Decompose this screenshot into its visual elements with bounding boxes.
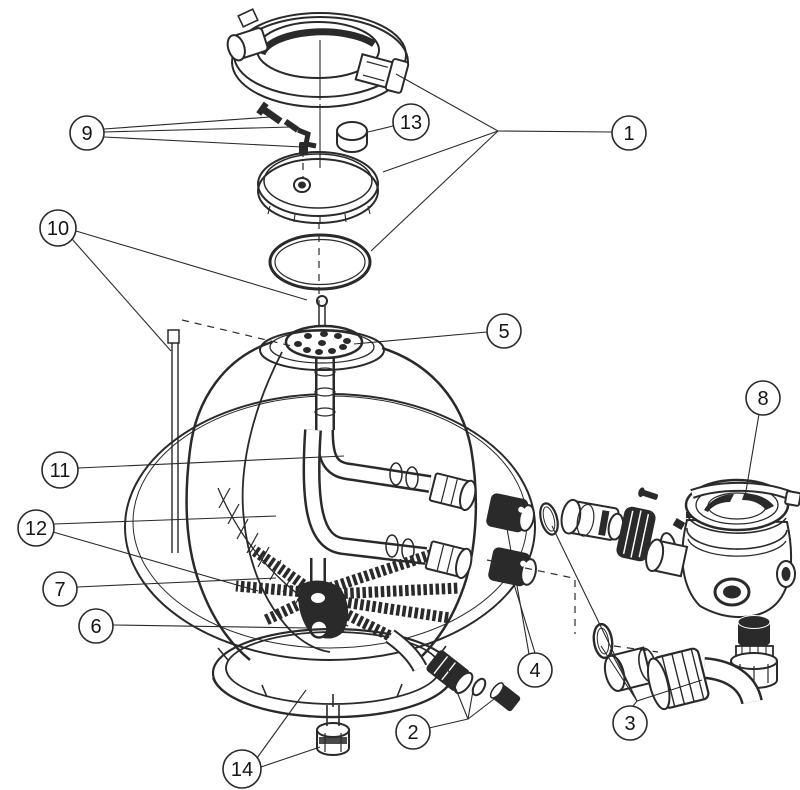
callout-number: 2 <box>407 722 418 744</box>
breather-cap <box>336 121 368 153</box>
leader-line-10 <box>75 230 308 301</box>
oring-small-a <box>539 502 559 536</box>
leader-line-10 <box>71 238 172 352</box>
leader-line-1 <box>370 130 499 252</box>
clamp-right-lug <box>354 53 410 94</box>
leader-line-11 <box>77 455 345 469</box>
clamp-left-knob <box>226 27 269 62</box>
leader-line-9 <box>103 116 271 130</box>
callout-number: 3 <box>624 713 635 735</box>
sight-glass-adapter <box>560 498 625 541</box>
leader-line-12 <box>53 515 277 525</box>
callout-number: 11 <box>50 460 71 482</box>
small-screw <box>638 487 659 500</box>
leader-line-14 <box>260 746 321 768</box>
air-relief-tube <box>167 329 180 553</box>
leader-line-7 <box>76 577 277 588</box>
drain-assembly <box>385 629 521 712</box>
callout-7: 7 <box>42 571 78 607</box>
waste-elbow-assembly <box>603 646 763 711</box>
callout-14: 14 <box>222 749 262 789</box>
leader-line-14 <box>256 689 307 759</box>
leader-line-3 <box>636 679 703 702</box>
callout-13: 13 <box>392 103 430 141</box>
callout-10: 10 <box>39 209 77 247</box>
callout-number: 8 <box>757 388 768 410</box>
leader-line-2 <box>467 684 475 720</box>
callout-number: 9 <box>81 123 92 145</box>
callout-9: 9 <box>69 115 105 151</box>
callout-number: 1 <box>623 123 634 145</box>
callout-6: 6 <box>78 608 114 644</box>
callout-number: 6 <box>90 616 101 638</box>
leader-line-1 <box>382 130 499 173</box>
valve-handle <box>690 481 800 507</box>
callout-1: 1 <box>611 115 647 151</box>
leader-line-2 <box>467 695 499 720</box>
callout-11: 11 <box>41 451 79 489</box>
callout-2: 2 <box>395 714 431 750</box>
leader-line-12 <box>52 531 259 592</box>
callout-number: 10 <box>47 218 69 240</box>
bulkhead-fittings <box>486 493 537 587</box>
alignment-guides <box>181 40 659 653</box>
leader-lines <box>52 73 760 768</box>
leader-line-3 <box>609 649 638 702</box>
leader-line-4 <box>504 516 530 655</box>
lateral-hub <box>298 580 349 639</box>
callout-4: 4 <box>517 652 553 688</box>
callout-number: 7 <box>54 579 65 601</box>
callout-3: 3 <box>612 705 648 741</box>
union-nut-black <box>616 506 656 562</box>
tank-lid <box>257 151 379 224</box>
leader-line-3 <box>600 645 638 702</box>
leader-line-8 <box>744 413 760 498</box>
callout-8: 8 <box>745 380 781 416</box>
leader-line-4 <box>509 570 536 654</box>
oring-large-c <box>592 622 614 660</box>
leader-line-5 <box>353 331 488 345</box>
tank-ports <box>424 472 477 580</box>
leader-line-9 <box>103 136 303 148</box>
top-diffuser <box>259 295 385 371</box>
callout-12: 12 <box>17 509 55 547</box>
gauge-screws <box>256 101 317 155</box>
valve-inlet-flange <box>645 538 689 578</box>
callout-number: 5 <box>498 321 509 343</box>
leader-line-13 <box>367 125 394 133</box>
callout-number: 4 <box>529 660 540 682</box>
leader-line-6 <box>112 624 311 629</box>
callout-5: 5 <box>486 313 522 349</box>
callout-number: 14 <box>231 759 253 781</box>
callout-number: 13 <box>400 112 422 134</box>
callout-number: 12 <box>25 518 47 540</box>
leader-line-9 <box>103 126 292 133</box>
clamp-ring <box>226 8 410 108</box>
lid-oring <box>268 233 372 291</box>
